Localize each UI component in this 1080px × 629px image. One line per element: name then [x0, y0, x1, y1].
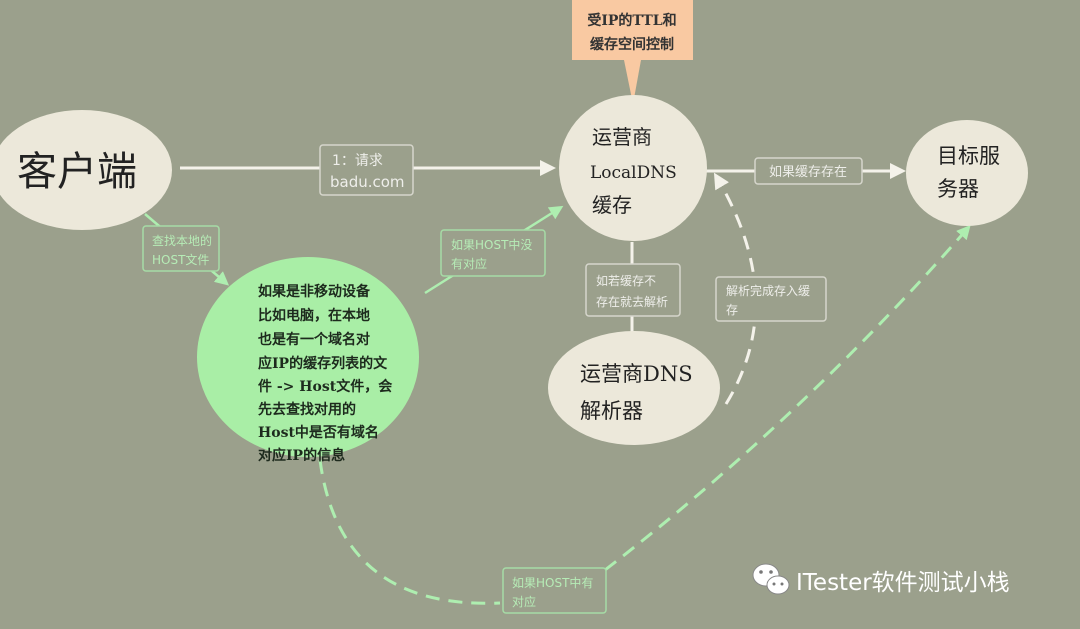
label-resolved: 解析完成存入缓 存 [715, 276, 827, 322]
node-label: LocalDNS [590, 163, 677, 183]
node-label: 如果是非移动设备 [258, 283, 371, 300]
label-text: 存 [726, 303, 738, 317]
node-label: 解析器 [580, 399, 643, 423]
node-label: 客户端 [17, 149, 137, 195]
watermark-text: ITester软件测试小栈 [796, 570, 1010, 596]
node-label: 务器 [937, 177, 979, 201]
label-host-found: 如果HOST中有 对应 [502, 567, 607, 614]
node-label: 缓存 [592, 193, 632, 217]
node-label: 先去查找对用的 [258, 401, 356, 418]
node-target-server: 目标服 务器 [906, 120, 1028, 226]
label-text: 有对应 [451, 256, 487, 271]
callout-line-1: 受IP的TTL和 [587, 12, 676, 29]
node-label: 件 -> Host文件，会 [258, 378, 393, 395]
node-localdns: 运营商 LocalDNS 缓存 [559, 95, 707, 241]
node-label: 运营商DNS [580, 362, 693, 386]
label-text: 1：请求 [332, 153, 383, 169]
node-label: 对应IP的信息 [258, 447, 345, 464]
node-label: 应IP的缓存列表的文 [258, 355, 388, 372]
watermark: ITester软件测试小栈 [752, 563, 1010, 596]
node-label: 目标服 [937, 144, 1000, 168]
label-text: 查找本地的 [152, 233, 212, 248]
label-host-missing: 如果HOST中没 有对应 [440, 229, 546, 277]
label-text: badu.com [330, 173, 405, 191]
node-label: Host中是否有域名 [258, 424, 379, 441]
label-text: 如若缓存不 [596, 273, 656, 288]
label-text: HOST文件 [152, 252, 209, 267]
label-cache-missing: 如若缓存不 存在就去解析 [585, 263, 681, 317]
wechat-icon [752, 563, 790, 595]
label-text: 如果缓存存在 [769, 164, 847, 180]
ttl-callout: 受IP的TTL和 缓存空间控制 [572, 0, 693, 104]
label-text: 解析完成存入缓 [726, 283, 810, 298]
node-host-file: 如果是非移动设备 比如电脑，在本地 也是有一个域名对 应IP的缓存列表的文 件 … [197, 257, 419, 464]
label-cache-exists: 如果缓存存在 [754, 157, 863, 185]
label-text: 如果HOST中没 [451, 237, 532, 252]
edge-host-found [318, 228, 968, 605]
node-client: 客户端 [0, 110, 172, 230]
edge-resolved [713, 172, 758, 405]
label-text: 对应 [512, 594, 536, 609]
node-dns-resolver: 运营商DNS 解析器 [548, 331, 720, 445]
callout-line-2: 缓存空间控制 [590, 36, 674, 53]
label-request: 1：请求 badu.com [319, 144, 414, 196]
node-label: 比如电脑，在本地 [258, 307, 370, 324]
label-lookup-host: 查找本地的 HOST文件 [142, 225, 220, 272]
node-label: 也是有一个域名对 [258, 331, 370, 348]
label-text: 存在就去解析 [596, 295, 668, 309]
label-text: 如果HOST中有 [512, 575, 593, 590]
node-label: 运营商 [592, 125, 652, 149]
